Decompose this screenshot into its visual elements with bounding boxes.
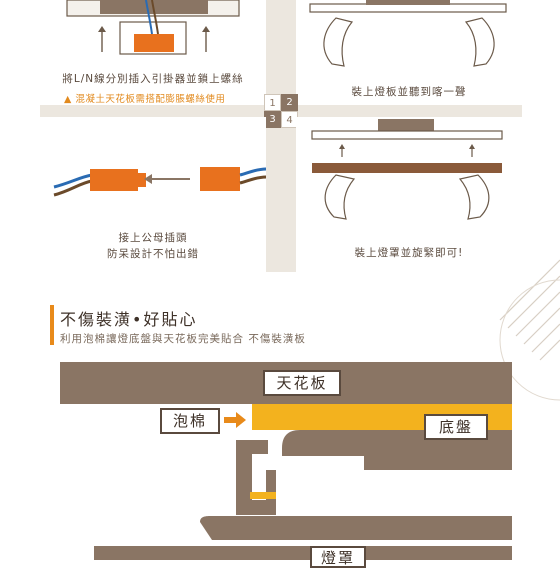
cover-install-illustration <box>311 119 503 220</box>
base-bracket <box>236 440 276 515</box>
step-4-card: 裝上燈罩並旋緊即可! <box>296 117 522 272</box>
step-number-1: 1 <box>264 94 281 111</box>
step-1-warning-text: 混凝土天花板需搭配膨脹螺絲使用 <box>75 94 226 105</box>
step-3-caption-line-1: 接上公母插頭 <box>118 232 188 244</box>
foam-small <box>250 492 276 499</box>
step-4-caption: 裝上燈罩並旋緊即可! <box>354 247 464 259</box>
section-title: 不傷裝潢•好貼心 <box>60 310 198 329</box>
step-3-card: 接上公母插頭 防呆設計不怕出錯 <box>40 117 266 272</box>
step-number-3: 3 <box>264 111 281 128</box>
ceiling-mount-illustration <box>66 0 240 55</box>
cover-upper <box>200 516 512 540</box>
step-1-warning: ▲ 混凝土天花板需搭配膨脹螺絲使用 <box>64 91 225 105</box>
panel-install-illustration <box>309 0 507 67</box>
arrow-right-icon <box>236 412 246 428</box>
base-label: 底盤 <box>424 414 488 440</box>
step-1-caption: 將L/N線分別插入引掛器並鎖上螺絲 <box>62 73 244 85</box>
step-1-card: 將L/N線分別插入引掛器並鎖上螺絲 ▲ 混凝土天花板需搭配膨脹螺絲使用 <box>40 0 266 105</box>
ceiling-label: 天花板 <box>263 370 341 396</box>
cover-lower <box>94 546 512 560</box>
connector-illustration <box>53 167 266 197</box>
cover-label: 燈罩 <box>310 546 366 568</box>
section-accent-bar <box>50 305 54 345</box>
step-2-caption: 裝上燈板並聽到喀一聲 <box>351 86 467 98</box>
warning-triangle-icon: ▲ <box>64 94 72 105</box>
foam-label: 泡棉 <box>160 408 220 434</box>
step-2-card: 裝上燈板並聽到喀一聲 <box>296 0 522 105</box>
step-3-caption: 接上公母插頭 防呆設計不怕出錯 <box>40 230 266 262</box>
step-3-caption-line-2: 防呆設計不怕出錯 <box>107 248 199 260</box>
step-number-2: 2 <box>281 94 298 111</box>
section-subtitle: 利用泡棉讓燈底盤與天花板完美貼合 不傷裝潢板 <box>60 333 306 345</box>
